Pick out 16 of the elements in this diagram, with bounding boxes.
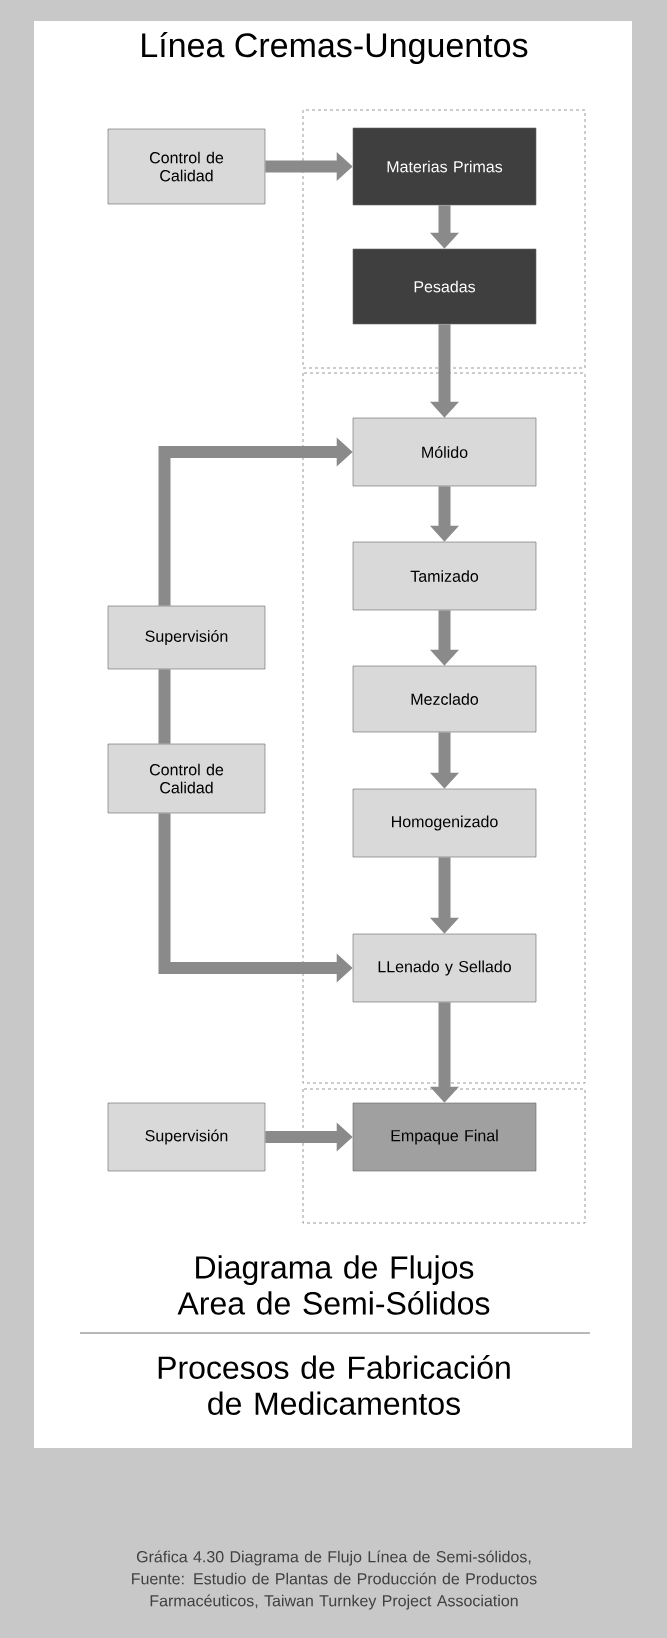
process-box: Materias Primas — [352, 127, 537, 206]
process-box: Tamizado — [352, 541, 537, 611]
process-box: Supervisión — [107, 1102, 266, 1172]
process-box: Pesadas — [352, 248, 537, 325]
heading: Diagrama de Flujos Area de Semi-Sólidos — [177, 1255, 490, 1315]
process-box: Mezclado — [352, 665, 537, 733]
heading: Procesos de Fabricación de Medicamentos — [158, 1355, 510, 1415]
process-box: Supervisión — [107, 605, 266, 670]
process-box: Control de Calidad — [107, 743, 266, 814]
process-box: Mólido — [352, 417, 537, 487]
process-box: Homogenizado — [352, 788, 537, 858]
process-box: LLenado y Sellado — [352, 933, 537, 1003]
title: Línea Cremas-Unguentos — [142, 31, 528, 65]
caption: Gráfica 4.30 Diagrama de Flujo Línea de Semi-sólidos, Fuente: Estudio de Plantas de Producción de Productos Farmacéuticos, Taiwan Turnkey Project Association — [132, 1550, 537, 1610]
process-box: Empaque Final — [352, 1102, 537, 1172]
process-box: Control de Calidad — [107, 128, 266, 205]
